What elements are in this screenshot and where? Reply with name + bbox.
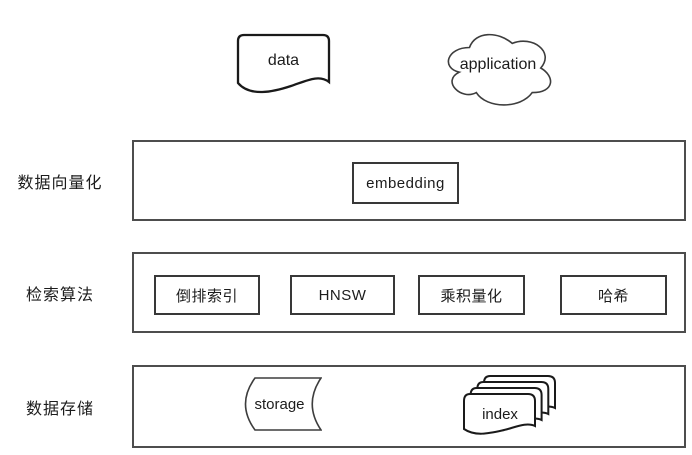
product-quantization-box: 乘积量化 bbox=[418, 275, 525, 315]
hash-label: 哈希 bbox=[597, 287, 629, 305]
application-node: application bbox=[441, 27, 555, 109]
storage-container: storage index bbox=[132, 365, 686, 448]
storage-node: storage bbox=[237, 376, 322, 432]
hnsw-box: HNSW bbox=[290, 275, 395, 315]
stored-data-icon bbox=[244, 377, 322, 431]
vectorization-container: embedding bbox=[132, 140, 686, 221]
inverted-index-label: 倒排索引 bbox=[175, 287, 238, 305]
row-label-storage: 数据存储 bbox=[25, 400, 94, 418]
embedding-box-label: embedding bbox=[366, 174, 445, 192]
row-label-retrieval: 检索算法 bbox=[25, 286, 94, 304]
application-node-label: application bbox=[459, 56, 537, 73]
storage-node-label: storage bbox=[254, 395, 305, 413]
row-label-vectorization: 数据向量化 bbox=[17, 174, 103, 192]
embedding-box: embedding bbox=[352, 162, 459, 204]
data-node-label: data bbox=[267, 52, 300, 69]
hnsw-label: HNSW bbox=[318, 286, 367, 304]
product-quantization-label: 乘积量化 bbox=[440, 287, 503, 305]
retrieval-container: 倒排索引 HNSW 乘积量化 哈希 bbox=[132, 252, 686, 333]
inverted-index-box: 倒排索引 bbox=[154, 275, 260, 315]
data-node: data bbox=[235, 32, 332, 98]
index-node: index bbox=[463, 374, 558, 440]
index-node-label: index bbox=[482, 405, 518, 423]
hash-box: 哈希 bbox=[560, 275, 667, 315]
document-icon bbox=[236, 33, 331, 94]
cloud-icon bbox=[447, 33, 552, 106]
